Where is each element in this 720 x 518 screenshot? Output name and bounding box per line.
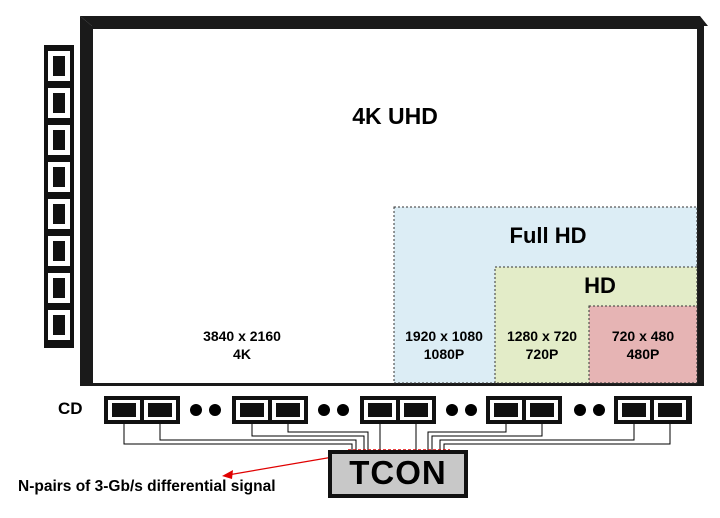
ellipsis-dots — [190, 404, 605, 416]
cd-chip-4 — [486, 396, 562, 424]
sd-region — [588, 305, 698, 384]
signal-label: N-pairs of 3-Gb/s differential signal — [18, 478, 276, 495]
fhd-short: 1080P — [423, 346, 465, 362]
uhd-short: 4K — [233, 346, 251, 362]
hd-resolution: 1280 x 720 — [506, 328, 578, 344]
uhd-resolution: 3840 x 2160 — [203, 328, 281, 344]
cd-chip-5 — [614, 396, 692, 424]
fhd-title: Full HD — [509, 223, 587, 248]
cd-chip-1 — [104, 396, 180, 424]
uhd-title: 4K UHD — [352, 103, 438, 129]
hd-short: 720P — [525, 346, 559, 362]
sd-short: 480P — [626, 346, 660, 362]
panel-frame-side — [80, 16, 92, 386]
fhd-resolution: 1920 x 1080 — [405, 328, 483, 344]
signal-wires — [123, 424, 671, 452]
signal-arrow-head — [222, 470, 233, 479]
panel-frame-top — [80, 16, 708, 26]
tcon-chip — [328, 450, 468, 498]
sd-resolution: 720 x 480 — [611, 328, 675, 344]
cd-chip-2 — [232, 396, 308, 424]
tcon-label: TCON — [349, 454, 447, 491]
gate-driver-strip — [44, 45, 74, 348]
cd-chip-3 — [360, 396, 436, 424]
hd-title: HD — [584, 273, 616, 298]
cd-label: CD — [58, 399, 83, 418]
